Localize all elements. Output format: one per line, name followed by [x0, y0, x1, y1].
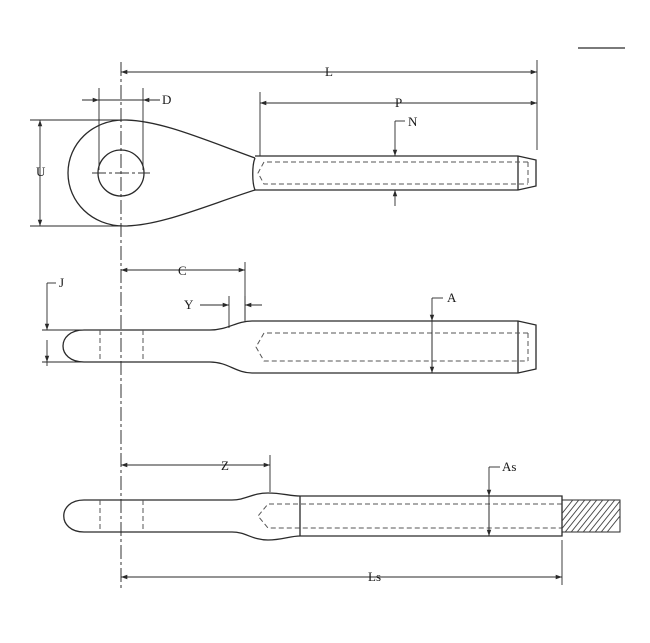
label-P: P	[395, 95, 402, 110]
dimension-L: L	[121, 60, 538, 150]
eye-side-view	[62, 320, 537, 374]
label-Y: Y	[184, 297, 194, 312]
label-J: J	[59, 275, 64, 290]
dimension-D: D	[82, 88, 171, 170]
eye-top-view	[67, 119, 537, 227]
dimension-P: P	[259, 92, 537, 156]
wire-rope-hatch	[562, 500, 620, 532]
dimension-As: As	[486, 459, 516, 536]
label-U: U	[36, 164, 46, 179]
eye-neck	[252, 157, 256, 191]
label-Z: Z	[221, 458, 229, 473]
dimension-J: J	[42, 275, 84, 366]
label-L: L	[325, 64, 333, 79]
swage-bore-hidden	[257, 503, 562, 529]
side-outline	[62, 320, 537, 374]
eye-outline	[67, 119, 256, 227]
dimension-Y: Y	[184, 296, 262, 328]
dimension-Ls: Ls	[121, 540, 563, 585]
eye-bore-hidden	[257, 161, 528, 185]
dimension-Z: Z	[121, 455, 271, 492]
dimension-C: C	[121, 262, 246, 322]
label-As: As	[502, 459, 516, 474]
label-C: C	[178, 263, 187, 278]
label-N: N	[408, 114, 418, 129]
swage-outline	[63, 492, 563, 541]
swage-side-view	[63, 492, 621, 541]
side-bore-hidden	[255, 332, 528, 362]
dimension-U: U	[30, 119, 124, 227]
eye-body	[255, 155, 537, 191]
label-Ls: Ls	[368, 569, 381, 584]
label-A: A	[447, 290, 457, 305]
dimension-N: N	[392, 114, 418, 206]
label-D: D	[162, 92, 171, 107]
dimension-A: A	[429, 290, 457, 373]
